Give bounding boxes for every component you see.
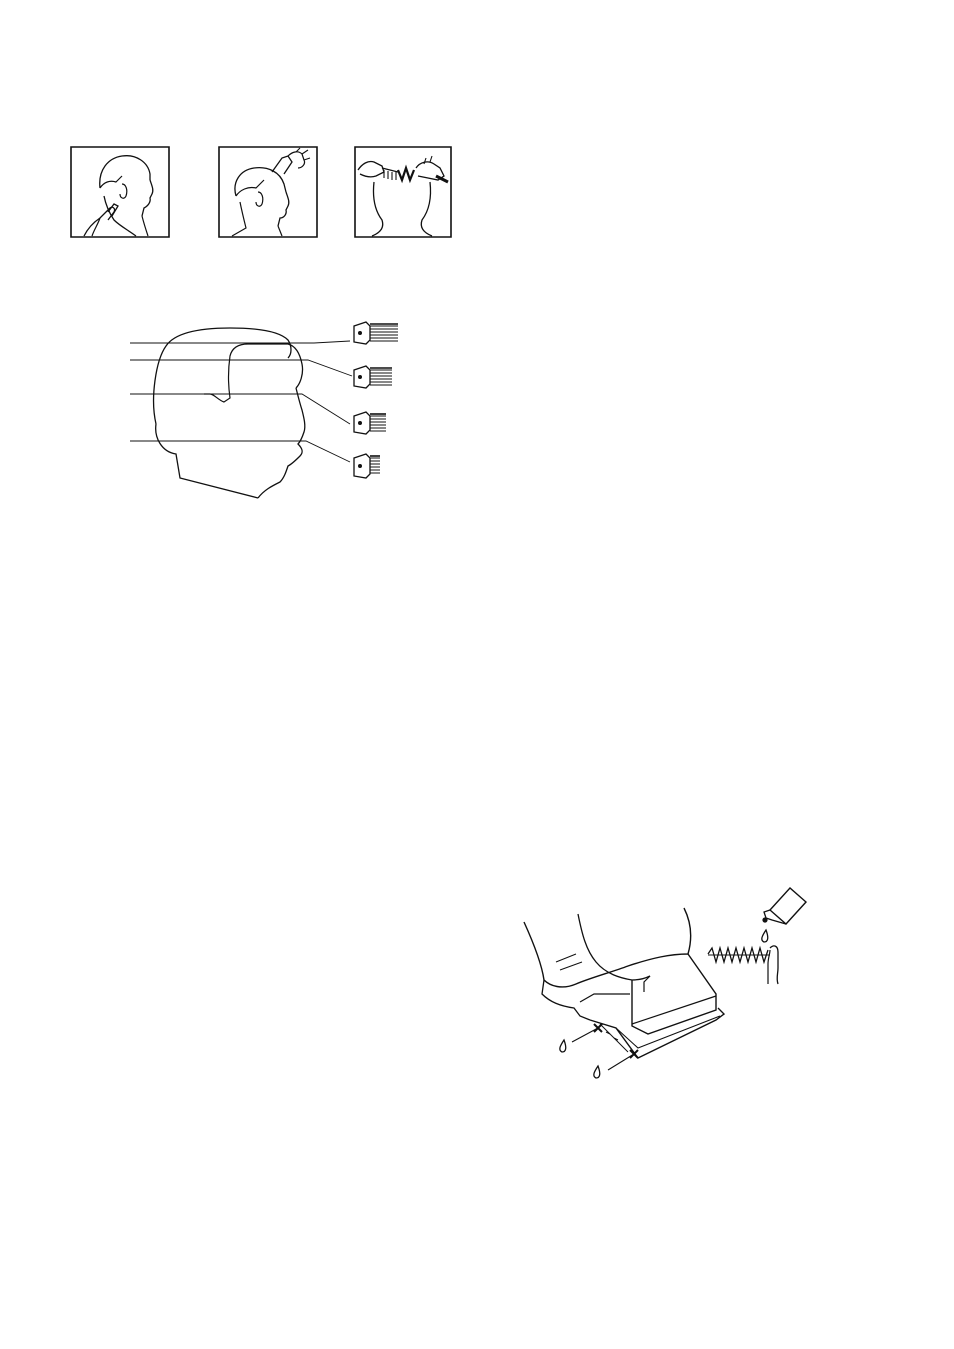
hairline	[230, 344, 303, 388]
clipper-oiling-icon	[520, 884, 812, 1086]
oil-bottle-icon	[762, 888, 806, 942]
neck-outline	[156, 424, 258, 498]
top-trimming-panel	[218, 146, 318, 238]
comb-attachment-2	[354, 366, 392, 388]
clipper-body	[524, 908, 691, 987]
guide-lines	[130, 341, 352, 462]
comb-and-clipper-icon	[354, 146, 452, 238]
oiling-diagram	[520, 884, 812, 1086]
spring-icon	[708, 946, 778, 984]
comb-guide-diagram	[130, 314, 414, 504]
face-profile	[258, 388, 305, 498]
ear-outline	[204, 356, 230, 402]
oil-drop-icon	[594, 1066, 600, 1078]
oil-point-markers	[572, 1024, 638, 1070]
comb-attachment-3	[354, 412, 386, 434]
hair-outline	[154, 328, 291, 424]
oil-drop-icon	[560, 1040, 566, 1052]
clipper-detail	[556, 954, 582, 970]
clipper-on-top-icon	[218, 146, 318, 238]
comb-attachment-4	[354, 454, 380, 478]
clipper-contour	[578, 914, 650, 980]
head-profile-with-combs-icon	[130, 314, 414, 504]
comb-and-cut-panel	[354, 146, 452, 238]
neck-trimming-panel	[70, 146, 170, 238]
clipper-at-neck-icon	[70, 146, 170, 238]
comb-attachment-1	[354, 322, 398, 344]
